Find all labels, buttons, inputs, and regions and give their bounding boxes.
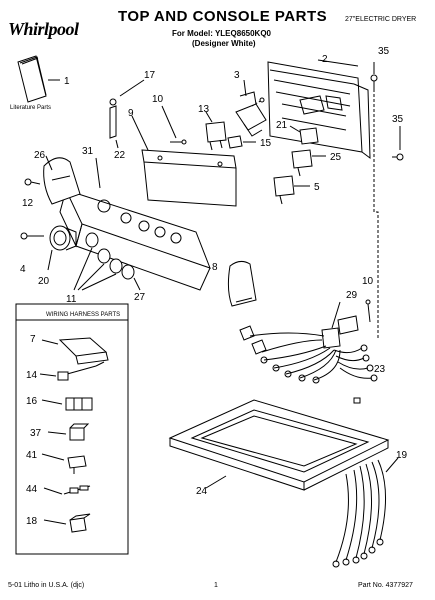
- callout-35-right: 35: [392, 114, 404, 125]
- callout-12: 12: [22, 198, 34, 209]
- timer-switch: [235, 91, 267, 137]
- footer-litho: 5-01 Litho in U.S.A. (djc): [8, 582, 85, 589]
- harness-part-44: [63, 485, 91, 495]
- callout-26: 26: [34, 150, 46, 161]
- harness-part-37: [69, 423, 90, 441]
- callout-31: 31: [82, 146, 94, 157]
- model-number: For Model: YLEQ8650KQ0: [172, 29, 271, 38]
- callout-15: 15: [260, 138, 272, 149]
- callout-29: 29: [346, 290, 358, 301]
- callout-27: 27: [134, 292, 146, 303]
- harness-part-41: [67, 455, 87, 474]
- console-panel: [59, 189, 211, 291]
- callout-17: 17: [144, 70, 156, 81]
- callout-37: 37: [30, 428, 42, 439]
- product-type: 27"ELECTRIC DRYER: [345, 16, 417, 23]
- switch-25: [291, 149, 313, 177]
- callout-8: 8: [212, 262, 218, 273]
- wiring-harness-box: [15, 303, 129, 555]
- footer-page-number: 1: [214, 582, 218, 589]
- clip-22: [109, 98, 117, 139]
- callout-21: 21: [276, 120, 288, 131]
- page-title: TOP AND CONSOLE PARTS: [118, 8, 328, 25]
- dryer-top: [168, 399, 390, 491]
- selector-knobs: [85, 232, 135, 280]
- model-variant: (Designer White): [192, 39, 256, 48]
- callout-9: 9: [128, 108, 134, 119]
- callout-44: 44: [26, 484, 38, 495]
- callout-18: 18: [26, 516, 38, 527]
- screw-10-right: [365, 299, 371, 323]
- callout-10-left: 10: [152, 94, 164, 105]
- screw-12: [24, 178, 41, 186]
- callout-41: 41: [26, 450, 38, 461]
- callout-20: 20: [38, 276, 50, 287]
- callout-13: 13: [198, 104, 210, 115]
- callout-7: 7: [30, 334, 36, 345]
- harness-part-16: [65, 397, 93, 411]
- callout-5: 5: [314, 182, 320, 193]
- main-wiring-harness: [239, 315, 378, 384]
- wiring-harness-title: WIRING HARNESS PARTS: [46, 312, 121, 318]
- switch-5: [273, 175, 295, 205]
- harness-19: [332, 459, 386, 568]
- screw-4: [20, 232, 44, 240]
- callout-11: 11: [66, 294, 77, 305]
- callout-numbers: 1 2 3 4 5 8 9 10 10 11 12 13 15 17 19 20…: [20, 46, 408, 527]
- harness-part-7: [58, 337, 109, 365]
- footer-part-number: Part No. 4377927: [358, 582, 413, 589]
- switch-13: [205, 121, 227, 151]
- switch-21: [299, 127, 319, 145]
- callout-25: 25: [330, 152, 342, 163]
- console-end-cap: [227, 260, 257, 307]
- switch-15: [227, 135, 243, 149]
- whirlpool-logo: Whirlpool: [8, 19, 79, 39]
- callout-22: 22: [114, 150, 126, 161]
- harness-part-14: [57, 361, 105, 381]
- screw-10-left: [170, 139, 187, 145]
- screw-35-right: [392, 153, 404, 161]
- clip-23: [353, 397, 361, 404]
- timer-knob: [49, 225, 77, 251]
- callout-16: 16: [26, 396, 38, 407]
- callout-19: 19: [396, 450, 408, 461]
- callout-14: 14: [26, 370, 38, 381]
- callout-1: 1: [64, 76, 70, 87]
- callout-4: 4: [20, 264, 26, 275]
- end-cap-26: [43, 157, 81, 205]
- harness-part-18: [69, 513, 91, 533]
- callout-10-right: 10: [362, 276, 374, 287]
- callout-3: 3: [234, 70, 240, 81]
- screw-35-top: [370, 74, 378, 92]
- callout-23: 23: [374, 364, 386, 375]
- console-bracket: [141, 149, 237, 207]
- console-back-panel: [267, 61, 371, 160]
- callout-35-top: 35: [378, 46, 390, 57]
- literature-booklet: [17, 55, 47, 103]
- literature-parts-label: Literature Parts: [10, 105, 52, 111]
- callout-24: 24: [196, 486, 208, 497]
- callout-2: 2: [322, 54, 328, 65]
